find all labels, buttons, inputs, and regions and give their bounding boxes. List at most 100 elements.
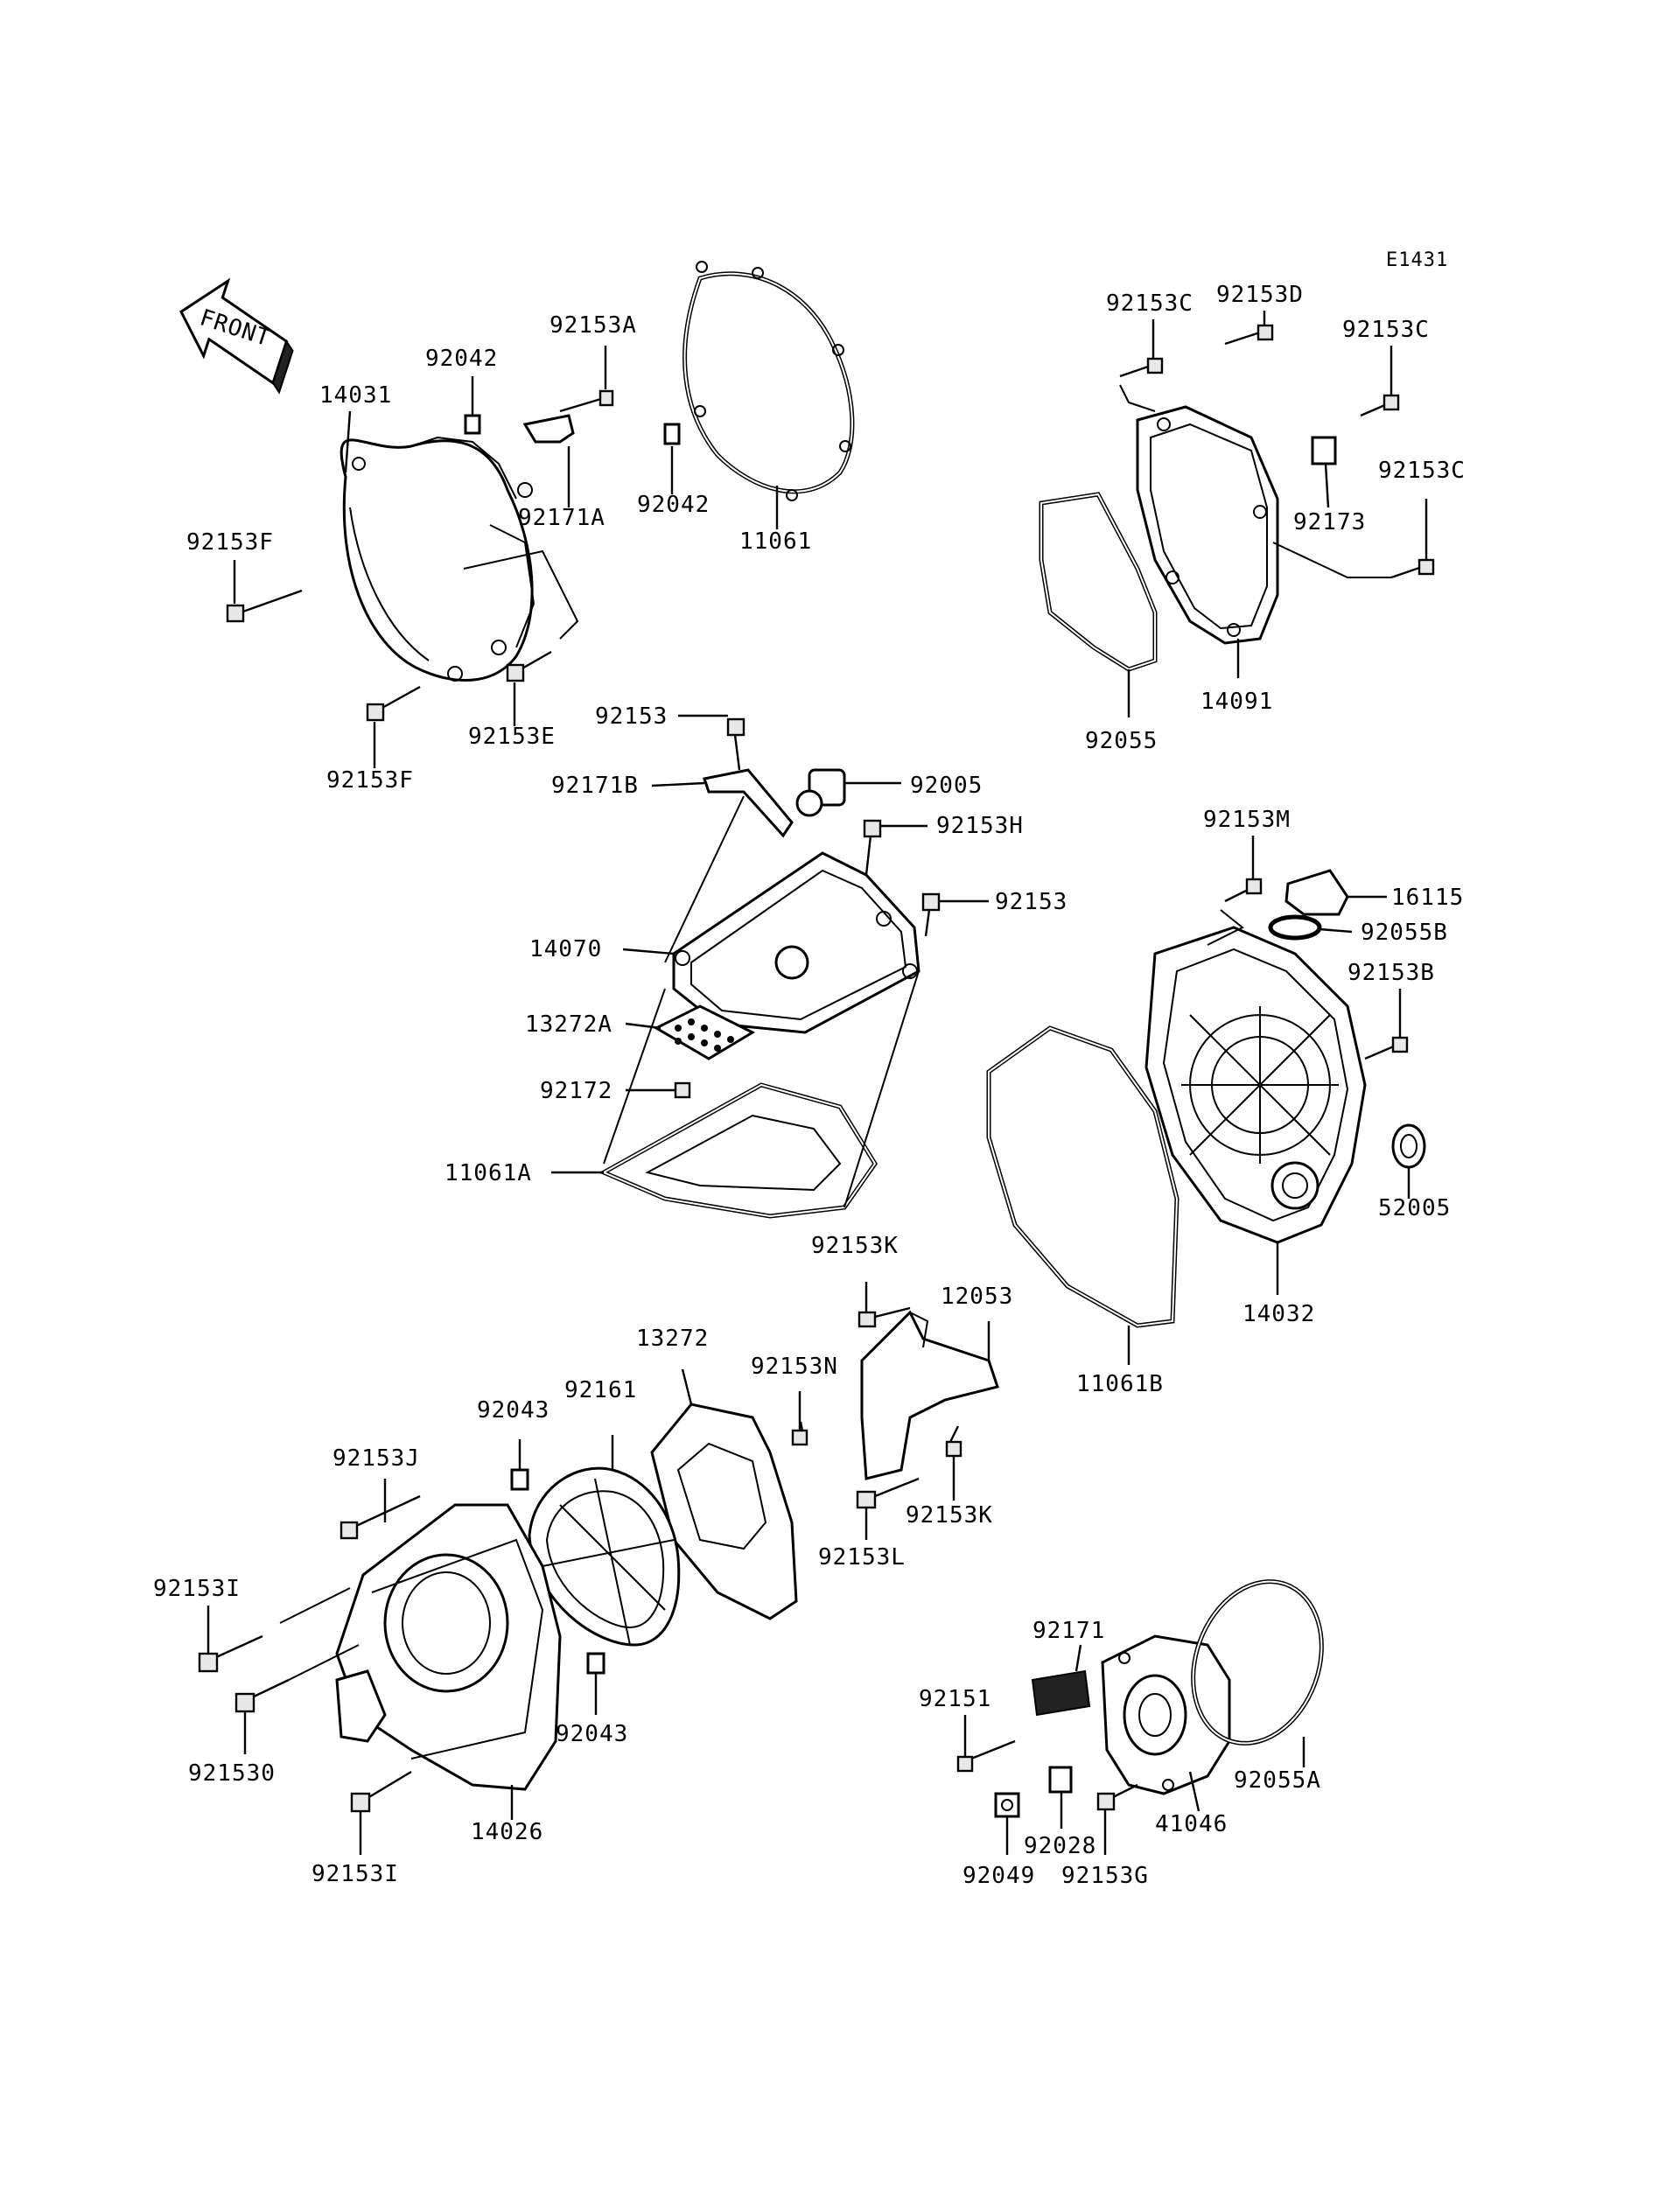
bracket-92171B-icon (703, 768, 794, 838)
nut-92049-icon (994, 1792, 1020, 1818)
label-92005: 92005 (910, 773, 983, 799)
label-921530: 921530 (188, 1760, 276, 1787)
gasket-11061B-part (986, 1025, 1180, 1328)
leader-lines (206, 311, 1428, 1855)
label-14031: 14031 (319, 382, 392, 409)
bolt-92153L-icon (856, 1477, 920, 1509)
label-92153I-b: 92153I (312, 1861, 399, 1887)
cover-14091-part (1136, 405, 1279, 645)
label-92153B: 92153B (1348, 960, 1435, 986)
label-41046: 41046 (1155, 1811, 1228, 1837)
label-92172: 92172 (540, 1078, 612, 1104)
label-92153C-c: 92153C (1378, 458, 1466, 484)
label-92153-a: 92153 (595, 703, 668, 730)
label-92153-b: 92153 (995, 889, 1068, 915)
label-92153H: 92153H (936, 813, 1024, 839)
generator-cover-part (340, 436, 536, 682)
oring-92055A-part (1191, 1579, 1324, 1746)
dowel-92042-icon (464, 414, 481, 435)
diagram-code: E1431 (1386, 249, 1448, 271)
fitting-92005-icon (795, 768, 846, 817)
guide-12053-part (860, 1310, 999, 1480)
label-11061B: 11061B (1076, 1371, 1164, 1397)
label-13272: 13272 (636, 1326, 709, 1352)
damper-92161-part (528, 1466, 681, 1647)
label-92042-b: 92042 (637, 492, 710, 518)
label-92153A: 92153A (550, 312, 637, 339)
bolt-92153F-icon (226, 589, 303, 623)
bolt-92153J-icon (340, 1494, 421, 1540)
label-92153K-b: 92153K (906, 1502, 993, 1529)
label-92055: 92055 (1085, 728, 1158, 754)
bolt-92153D-icon (1224, 324, 1274, 346)
label-92171: 92171 (1032, 1618, 1105, 1644)
bolt-92153G-icon (1096, 1783, 1138, 1811)
label-92153C-a: 92153C (1106, 290, 1194, 317)
bolt-92153E-icon (506, 650, 552, 682)
label-92171B: 92171B (551, 773, 639, 799)
label-14026: 14026 (471, 1819, 543, 1845)
bolt-92153F-lower-icon (366, 685, 421, 722)
filter-13272A-part (653, 1004, 756, 1060)
bolt-921530-icon (234, 1678, 290, 1713)
oring-92055B-icon (1268, 914, 1322, 941)
bolt-92153-b-icon (921, 892, 941, 937)
label-92173: 92173 (1293, 509, 1366, 535)
bolt-92153C-c-icon (1390, 558, 1435, 579)
clamp-92171-icon (1031, 1669, 1091, 1717)
cap-16115-icon (1284, 869, 1349, 916)
label-92161: 92161 (564, 1377, 637, 1403)
label-14070: 14070 (529, 936, 602, 962)
label-14032: 14032 (1242, 1301, 1315, 1327)
cover-14026-part (335, 1503, 562, 1791)
label-92043-a: 92043 (477, 1397, 550, 1424)
bolt-92153C-b-icon (1360, 394, 1400, 417)
label-92028: 92028 (1024, 1833, 1096, 1859)
label-13272A: 13272A (525, 1011, 612, 1038)
bolt-92153K-a-icon (858, 1306, 911, 1328)
label-92049: 92049 (962, 1863, 1035, 1889)
label-92153C-b: 92153C (1342, 317, 1430, 343)
bolt-92151-icon (956, 1739, 1016, 1773)
label-92171A: 92171A (518, 505, 606, 531)
label-12053: 12053 (941, 1284, 1013, 1310)
label-52005: 52005 (1378, 1195, 1451, 1221)
label-92153J: 92153J (332, 1445, 420, 1472)
gasket-11061-part (682, 261, 855, 501)
label-92153K-a: 92153K (811, 1233, 899, 1259)
label-92153G: 92153G (1061, 1863, 1149, 1889)
label-92042-a: 92042 (425, 346, 498, 372)
label-11061: 11061 (739, 528, 812, 555)
clip-92173-icon (1311, 436, 1337, 465)
breather-cover-14070-part (672, 851, 920, 1034)
collar-92028-icon (1048, 1766, 1073, 1794)
dowel-92043-b-icon (586, 1652, 606, 1675)
label-92043-b: 92043 (556, 1721, 628, 1747)
label-92055A: 92055A (1234, 1767, 1321, 1794)
bolt-92153C-a-icon (1119, 357, 1164, 378)
front-arrow-icon: FRONT (179, 277, 294, 395)
label-92153I-a: 92153I (153, 1576, 241, 1602)
gasket-11061A-part (598, 1082, 878, 1219)
label-92153N: 92153N (751, 1354, 838, 1380)
bolt-92153B-icon (1364, 1036, 1409, 1060)
clutch-cover-14032-part (1144, 926, 1367, 1244)
bracket-92171A-icon (522, 414, 575, 444)
bolt-92153K-b-icon (945, 1425, 962, 1458)
bolt-92153-a-icon (726, 717, 746, 771)
bolt-92153I-b-icon (350, 1770, 412, 1813)
gasket-92055-part (1039, 492, 1158, 672)
label-14091: 14091 (1200, 689, 1273, 715)
dowel-92042-b-icon (663, 423, 681, 445)
housing-41046-part (1101, 1634, 1231, 1795)
label-92153L: 92153L (818, 1544, 906, 1571)
plate-13272-part (650, 1403, 798, 1620)
label-92151: 92151 (919, 1686, 991, 1712)
label-92153M: 92153M (1203, 807, 1291, 833)
label-16115: 16115 (1391, 885, 1464, 911)
label-92153D: 92153D (1216, 282, 1304, 308)
screw-92172-icon (674, 1081, 691, 1099)
label-92153E: 92153E (468, 724, 556, 750)
label-92055B: 92055B (1361, 920, 1448, 946)
